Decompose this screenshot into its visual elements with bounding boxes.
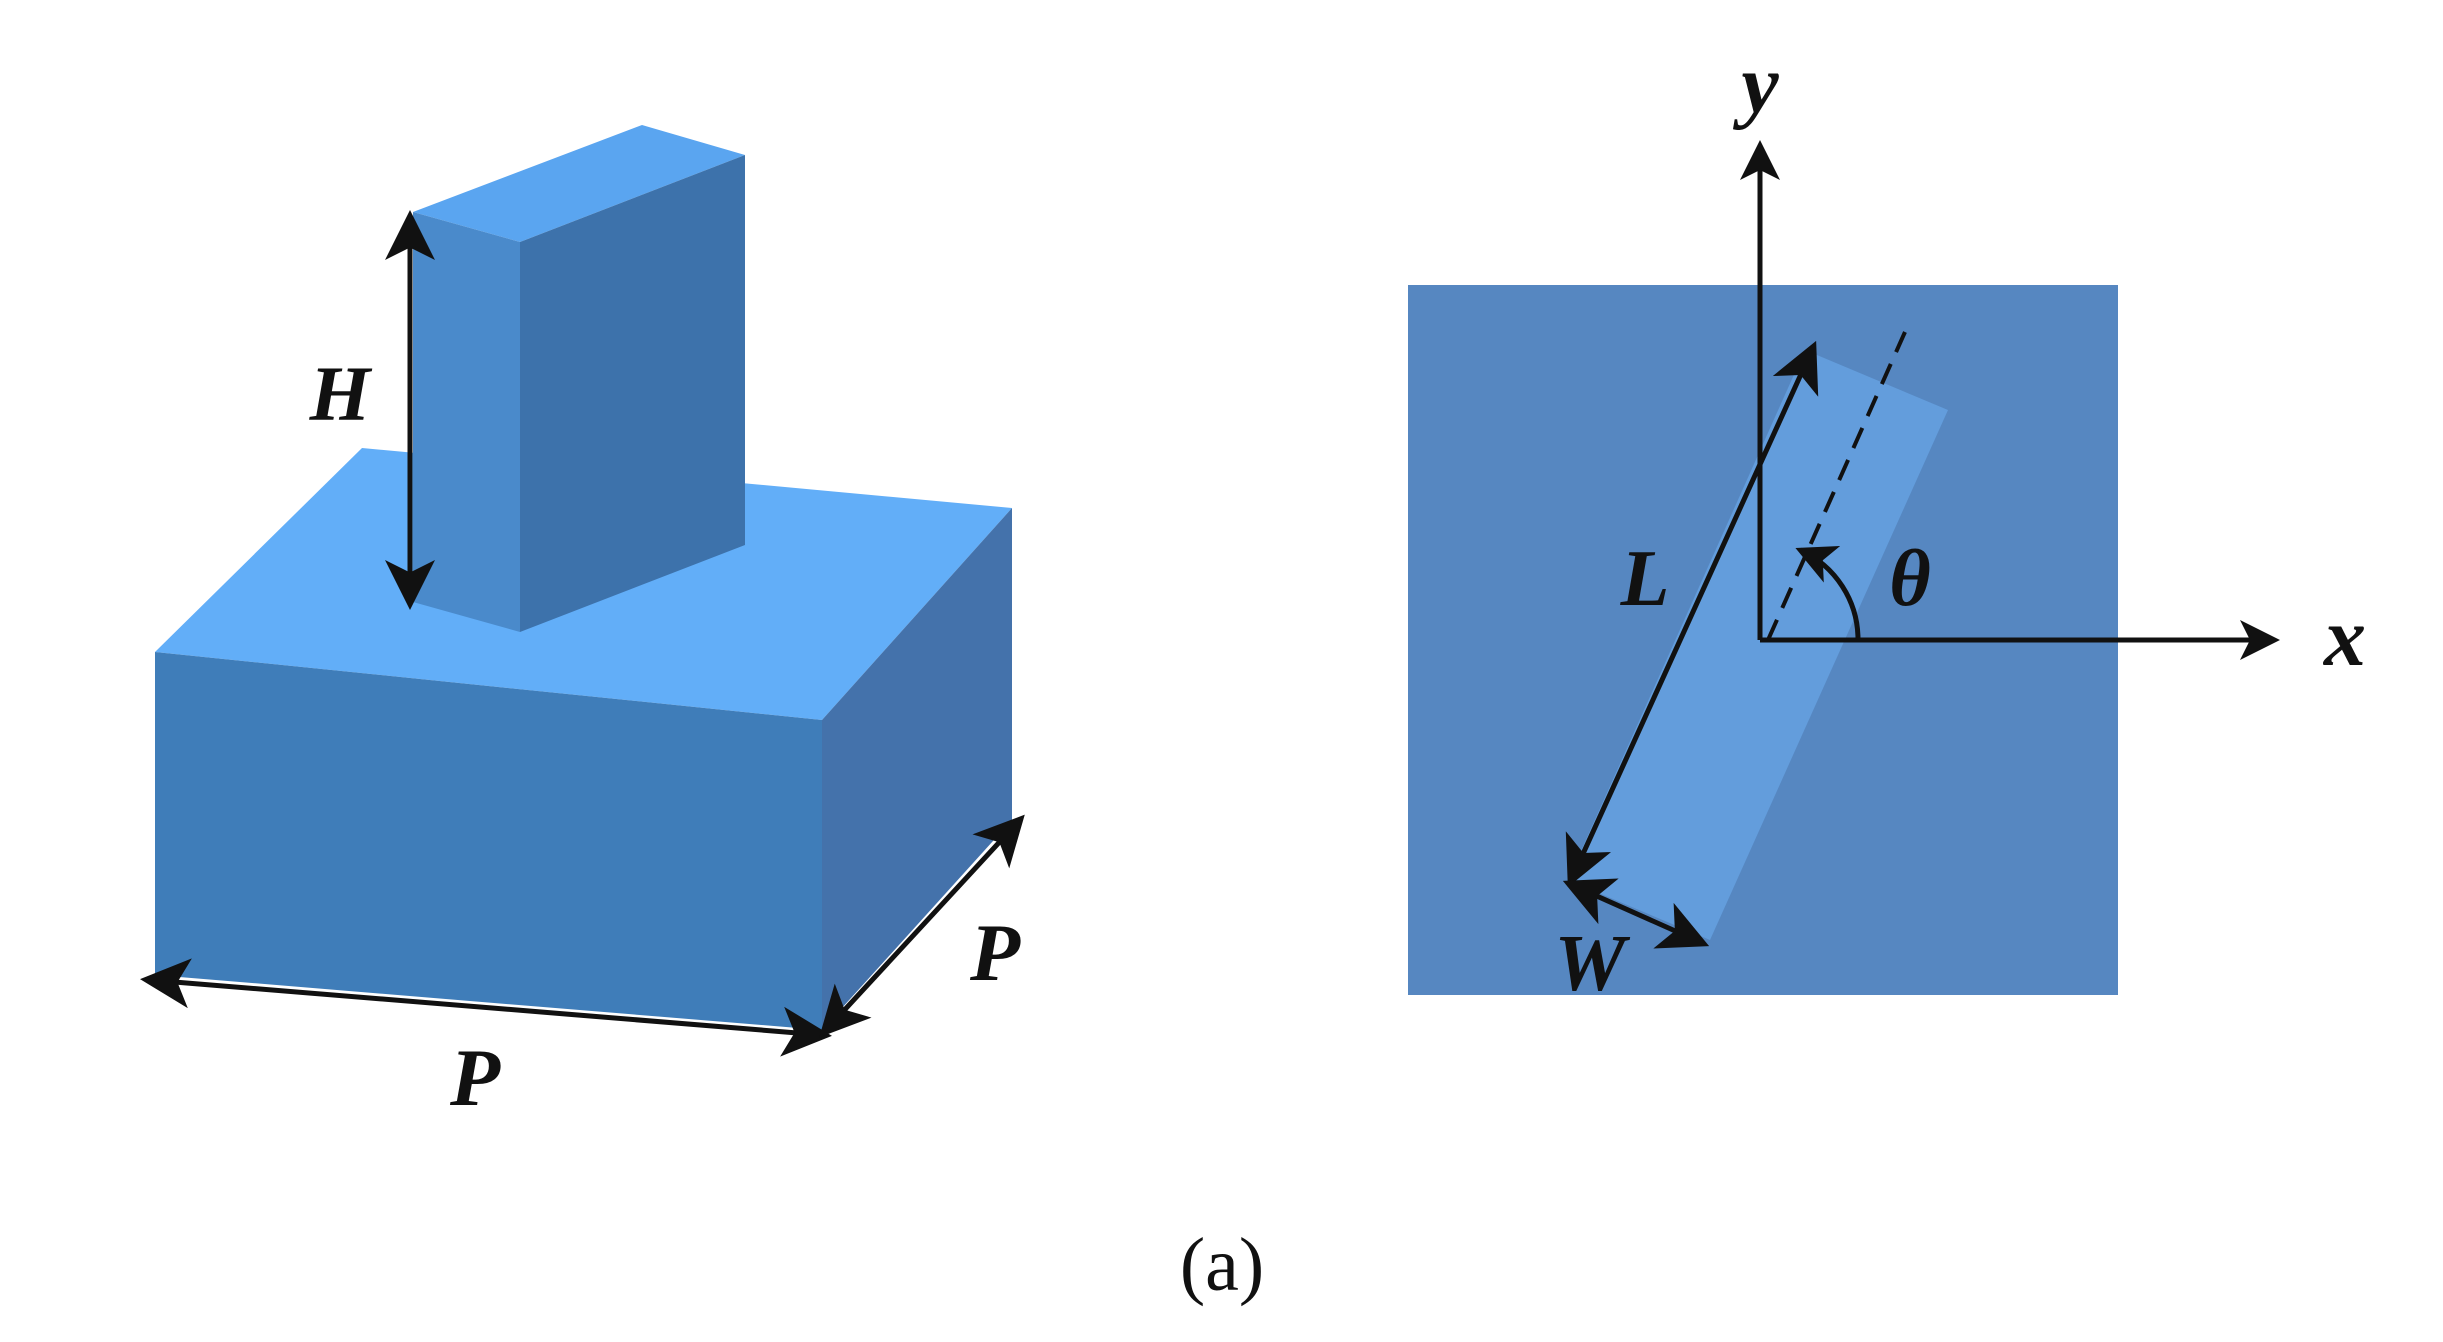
width-label: W — [1554, 920, 1630, 1008]
width-dimension-arrow — [1562, 878, 1710, 949]
figure-caption: (a) — [1180, 1223, 1264, 1307]
length-label: L — [1620, 535, 1670, 623]
pillar-side-face — [520, 155, 745, 632]
pillar-front-face — [413, 212, 520, 632]
x-axis-label: x — [2322, 591, 2366, 684]
unit-cell-3d-view: H P P — [140, 125, 1025, 1123]
period-front-label: P — [449, 1032, 501, 1123]
length-dimension-arrow — [1565, 340, 1819, 888]
unit-cell-top-view: y x L W θ — [1408, 38, 2366, 1008]
height-label: H — [309, 350, 373, 437]
y-axis-label: y — [1732, 38, 1779, 131]
angle-label: θ — [1889, 535, 1931, 623]
period-side-label: P — [969, 907, 1021, 998]
period-side-dimension-arrow — [819, 814, 1025, 1038]
substrate-front-face — [155, 652, 822, 1030]
pillar-top-face — [413, 125, 745, 242]
period-front-dimension-arrow — [140, 958, 832, 1057]
angle-arc — [1795, 546, 1861, 641]
